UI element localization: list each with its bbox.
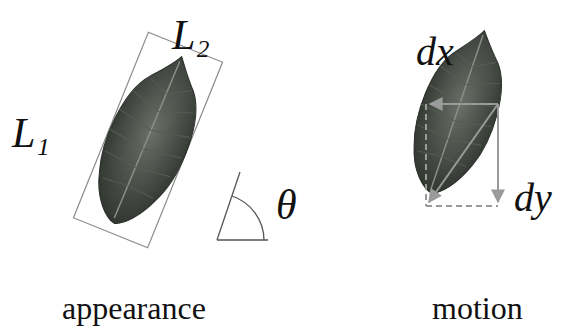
motion-vectors [426,104,498,206]
angle-label: θ [276,184,297,226]
leaf-moving [395,19,520,205]
vector-label: dy [514,178,552,218]
angle-symbol [217,172,268,240]
dimension-label: L₁ [12,112,50,154]
caption-label: motion [432,292,523,324]
vector-label: dx [416,32,454,72]
dimension-label: L₂ [172,14,210,56]
caption-label: appearance [62,292,206,324]
bounding-box [73,32,222,247]
leaf [77,42,219,239]
